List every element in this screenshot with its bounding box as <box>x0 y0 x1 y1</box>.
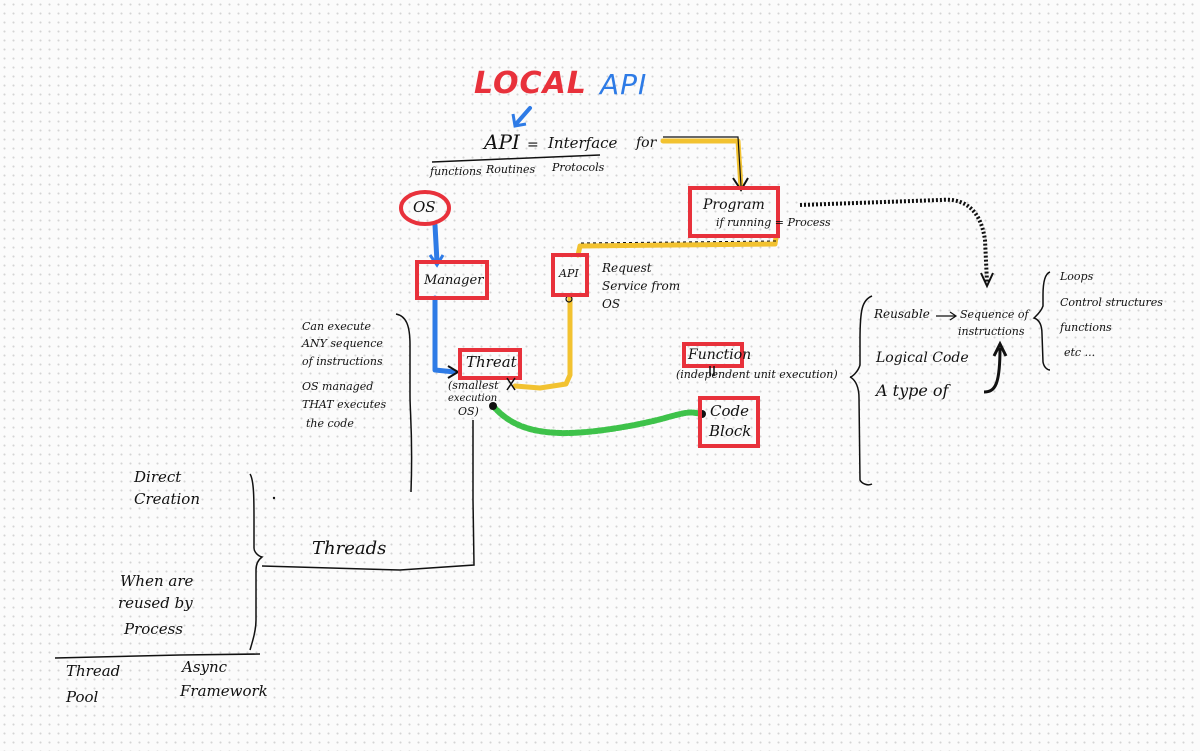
manager-box <box>415 260 489 300</box>
can-execute-line6: the code <box>306 417 354 430</box>
title-api: API <box>600 68 648 101</box>
a-type-of-label: A type of <box>876 381 949 400</box>
program-to-small-api-connector <box>575 234 779 258</box>
logical-code-label: Logical Code <box>876 350 969 366</box>
manager-node-label: Manager <box>424 273 484 288</box>
sequence-of-label: Sequence of <box>960 308 1029 321</box>
threads-brace <box>249 473 264 651</box>
api-interface-label: Interface <box>548 134 618 152</box>
list-functions: functions <box>1060 321 1112 334</box>
threat-note-line1: (smallest <box>448 379 499 392</box>
title-blue-arrow <box>514 106 532 126</box>
threat-note-line3: OS) <box>458 405 479 418</box>
list-loops: Loops <box>1060 270 1094 283</box>
can-execute-line3: of instructions <box>302 355 383 368</box>
small-api-to-threat-connector <box>512 295 573 391</box>
can-execute-line1: Can execute <box>302 320 371 333</box>
list-etc: etc ... <box>1064 346 1096 359</box>
thread-pool-line2: Pool <box>66 688 99 706</box>
program-node-label: Program <box>703 197 765 213</box>
can-execute-line5: THAT executes <box>302 398 387 411</box>
can-execute-line2: ANY sequence <box>302 337 383 350</box>
direct-creation-line2: Creation <box>134 490 200 508</box>
reusable-label: Reusable <box>874 307 930 321</box>
api-for-label: for <box>636 135 657 151</box>
threat-note-line2: execution <box>448 393 498 404</box>
code-block-box <box>698 396 760 448</box>
list-brace <box>1032 271 1051 371</box>
threat-x-mark <box>506 377 516 391</box>
function-equals <box>709 366 715 376</box>
threat-to-threads-line <box>261 420 475 571</box>
list-control-structures: Control structures <box>1060 296 1163 309</box>
reusable-brace <box>849 295 873 486</box>
a-type-of-arrow <box>983 347 1002 394</box>
when-reused-line3: Process <box>124 620 183 638</box>
threads-label: Threads <box>312 538 387 559</box>
function-node-label: Function <box>688 347 752 363</box>
threads-pool-line <box>54 653 261 659</box>
manager-to-threat-arrow <box>432 295 458 375</box>
threat-box <box>458 348 522 380</box>
when-reused-line2: reused by <box>118 594 193 612</box>
api-equals: = <box>527 137 539 153</box>
program-to-reusable-dashed-link <box>799 197 989 283</box>
threat-to-code-block-squiggle <box>490 403 705 437</box>
os-node-label: OS <box>413 198 436 216</box>
function-box <box>682 342 744 368</box>
async-framework-line1: Async <box>182 658 228 676</box>
request-note-line3: OS <box>602 297 621 311</box>
api-brace-underline <box>431 154 601 163</box>
when-reused-line1: When are <box>120 572 194 590</box>
function-note: (independent unit execution) <box>676 368 838 381</box>
instructions-label: instructions <box>958 325 1025 338</box>
request-note-line2: Service from <box>602 279 681 293</box>
api-to-program-connector <box>660 138 744 191</box>
direct-creation-line1: Direct <box>134 468 182 486</box>
os-to-manager-arrow <box>432 222 440 265</box>
threat-node-label: Threat <box>466 353 517 371</box>
block-node-label: Block <box>709 422 752 440</box>
async-framework-line2: Framework <box>180 682 268 700</box>
program-box <box>688 186 780 238</box>
protocols-label: Protocols <box>552 161 605 174</box>
os-oval <box>399 190 451 226</box>
routines-label: Routines <box>486 163 536 176</box>
program-process-label: if running = Process <box>716 216 831 229</box>
can-execute-brace <box>395 313 413 493</box>
api-heading: API <box>484 130 520 154</box>
small-api-box <box>551 253 589 297</box>
code-node-label: Code <box>710 402 749 420</box>
small-api-node-label: API <box>559 267 579 280</box>
can-execute-line4: OS managed <box>302 380 374 393</box>
thread-pool-line1: Thread <box>66 662 121 680</box>
functions-label: functions <box>430 165 482 178</box>
title-local: LOCAL <box>474 66 587 101</box>
request-note-line1: Request <box>602 261 652 275</box>
